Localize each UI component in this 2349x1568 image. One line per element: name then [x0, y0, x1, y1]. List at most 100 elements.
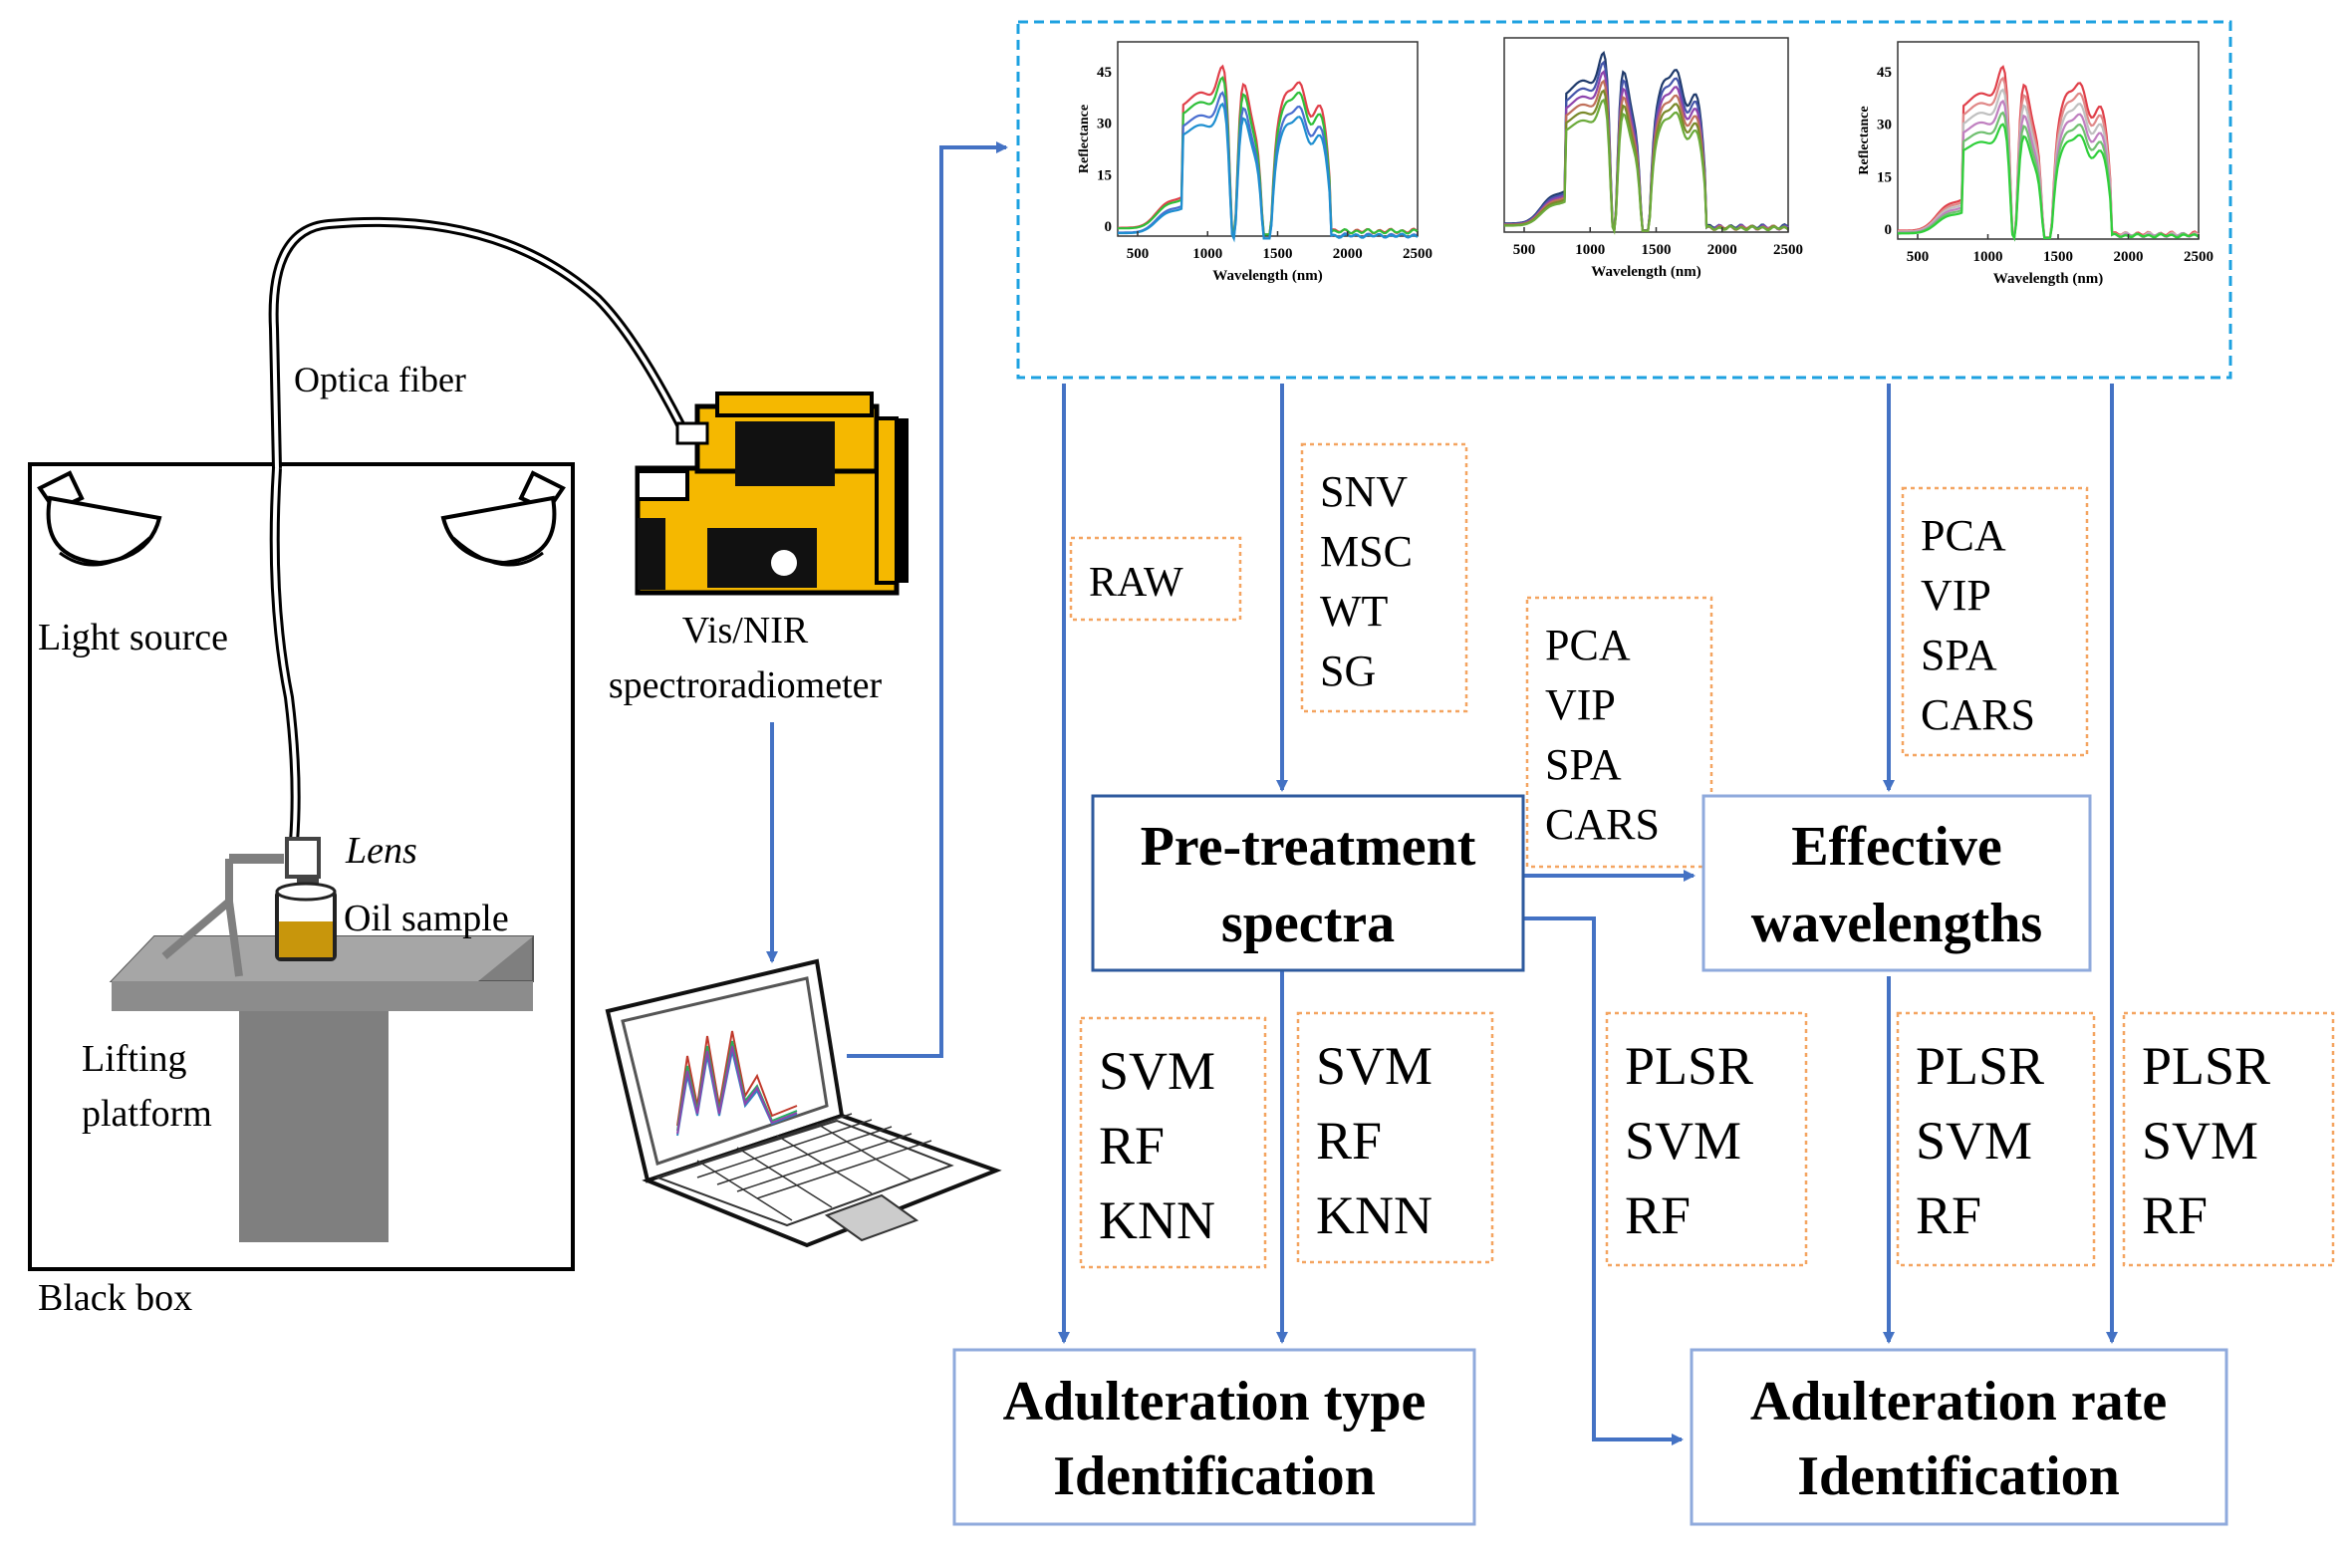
spectrum-curve: [1504, 98, 1789, 235]
method-item: VIP: [1921, 571, 1991, 620]
oil-sample-icon: [275, 882, 337, 961]
method-item: MSC: [1320, 527, 1413, 576]
pretreatment-box: [1091, 794, 1525, 972]
y-tick-label: 45: [1877, 65, 1892, 81]
pretreatment-label-line1: Pre-treatment: [1141, 816, 1476, 878]
x-tick-label: 2500: [2184, 249, 2214, 265]
method-box-frame: [1069, 536, 1242, 622]
method-item: RF: [2142, 1185, 2208, 1245]
optical-fiber-icon: [268, 216, 692, 843]
method-item: RAW: [1089, 560, 1183, 606]
method-item: VIP: [1545, 680, 1616, 729]
method-box-raw: RAW: [1069, 536, 1242, 622]
black-box-apparatus: Optica fiber Light source Lens Oil sampl…: [28, 216, 692, 1319]
x-axis-label: Wavelength (nm): [1993, 271, 2103, 287]
x-tick-label: 1000: [1973, 249, 2003, 265]
x-axis-label: Wavelength (nm): [1212, 268, 1322, 284]
lens-label: Lens: [345, 830, 417, 872]
method-item: RF: [1916, 1185, 1981, 1245]
method-box-sel-mid: PCA VIP SPA CARS: [1525, 596, 1713, 869]
x-tick-label: 1000: [1192, 246, 1222, 262]
lifting-platform-label-line2: platform: [82, 1093, 212, 1135]
x-axis-label: Wavelength (nm): [1591, 264, 1700, 280]
spectrum-curve: [1118, 102, 1419, 243]
method-item: SVM: [1099, 1041, 1215, 1101]
method-item: CARS: [1921, 690, 2035, 739]
y-tick-label: 45: [1097, 65, 1112, 81]
x-tick-label: 1500: [1642, 242, 1672, 258]
method-item: SVM: [2142, 1111, 2258, 1171]
effective-label-line1: Effective: [1791, 816, 2001, 878]
effective-wavelengths-box: [1701, 794, 2092, 972]
method-box-frame: [1079, 1016, 1267, 1269]
method-box-frame: [1525, 596, 1713, 869]
lifting-platform-label-line1: Lifting: [82, 1038, 187, 1080]
method-item: SPA: [1545, 740, 1622, 789]
spectroradiometer-icon: [635, 392, 909, 596]
method-item: SG: [1320, 647, 1376, 695]
method-box-pretreat: SNV MSC WT SG: [1300, 442, 1468, 713]
method-item: SVM: [1916, 1111, 2032, 1171]
method-item: WT: [1320, 587, 1389, 636]
method-item: KNN: [1316, 1185, 1433, 1245]
lifting-platform-icon: [109, 935, 534, 1242]
method-item: PLSR: [2142, 1036, 2270, 1096]
black-box-frame: [28, 462, 575, 1271]
y-tick-label: 15: [1877, 169, 1892, 185]
x-tick-label: 2000: [1707, 242, 1737, 258]
method-box-frame: [1296, 1011, 1494, 1264]
method-item: PCA: [1545, 621, 1631, 669]
method-box-reg-2: PLSR SVM RF: [1896, 1011, 2096, 1267]
method-box-cls-1: SVM RF KNN: [1079, 1016, 1267, 1269]
flow-arrows: [766, 141, 2118, 1445]
arrow-laptop-to-spectra: [847, 141, 1008, 1058]
method-item: RF: [1316, 1111, 1382, 1171]
method-box-frame: [2122, 1011, 2335, 1267]
x-tick-label: 500: [1513, 242, 1536, 258]
y-tick-label: 0: [1105, 219, 1113, 235]
x-tick-label: 2500: [1403, 246, 1433, 262]
rate-id-label-line2: Identification: [1797, 1445, 2120, 1507]
laptop-icon: [605, 958, 1002, 1248]
x-tick-label: 2500: [1773, 242, 1803, 258]
oil-sample-label: Oil sample: [344, 898, 509, 939]
y-tick-label: 30: [1877, 118, 1892, 133]
x-tick-label: 1000: [1575, 242, 1605, 258]
method-item: PLSR: [1625, 1036, 1753, 1096]
method-item: RF: [1099, 1116, 1165, 1176]
y-axis-label: Reflectance: [1077, 105, 1092, 173]
process-boxes: Pre-treatment spectra Effective waveleng…: [952, 794, 2228, 1526]
method-box-frame: [1896, 1011, 2096, 1267]
spectrum-curve: [1118, 76, 1419, 236]
x-tick-label: 500: [1907, 249, 1930, 265]
method-box-frame: [1901, 486, 2089, 757]
pretreatment-label-line2: spectra: [1221, 893, 1395, 954]
spectroradiometer-label-line1: Vis/NIR: [682, 610, 809, 652]
x-tick-label: 1500: [2043, 249, 2073, 265]
spectrum-curve: [1898, 123, 2200, 242]
method-boxes: RAWSNVMSCWTSGPCAVIPSPACARSPCAVIPSPACARSS…: [1069, 442, 2335, 1269]
method-box-frame: [1300, 442, 1468, 713]
y-axis-label: Reflectance: [1857, 106, 1872, 174]
arrow-pretreat-to-rate-id: [1524, 916, 1684, 1445]
method-item: SNV: [1320, 467, 1408, 516]
method-box-frame: [1605, 1011, 1808, 1267]
method-item: KNN: [1099, 1190, 1215, 1250]
method-item: SVM: [1625, 1111, 1741, 1171]
method-item: CARS: [1545, 800, 1660, 849]
x-tick-label: 1500: [1263, 246, 1293, 262]
black-box-label: Black box: [38, 1277, 192, 1319]
spectroradiometer-label-line2: spectroradiometer: [609, 664, 883, 706]
light-source-left-icon: [37, 470, 162, 567]
method-item: PLSR: [1916, 1036, 2044, 1096]
x-tick-label: 2000: [1333, 246, 1363, 262]
method-item: PCA: [1921, 511, 2006, 560]
